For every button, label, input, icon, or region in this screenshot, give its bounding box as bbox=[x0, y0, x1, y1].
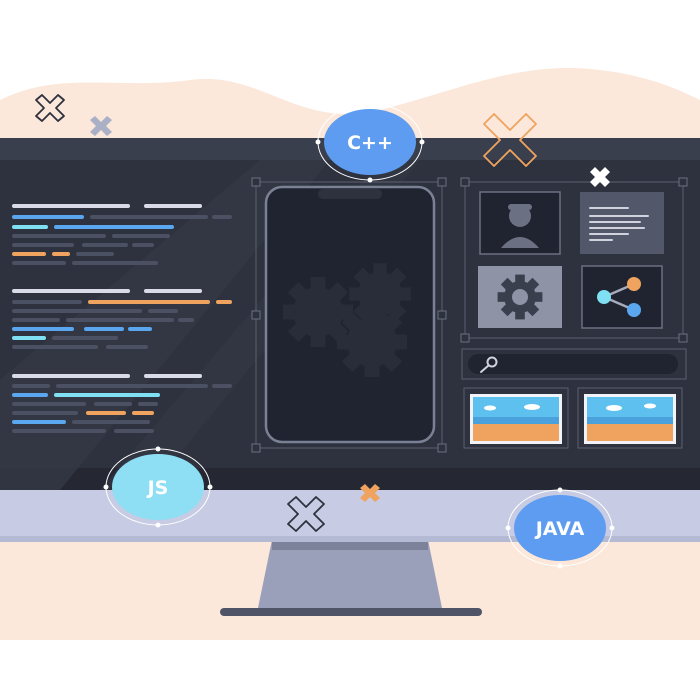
code-block-3 bbox=[12, 374, 232, 433]
code-editor bbox=[12, 204, 232, 433]
widgets-panel bbox=[460, 177, 688, 343]
code-block-2 bbox=[12, 289, 232, 349]
js-badge-label: JS bbox=[146, 477, 169, 499]
cross-decoration-dark-outline bbox=[287, 496, 325, 532]
monitor-bezel-edge bbox=[0, 536, 700, 542]
js-badge: JS bbox=[103, 446, 213, 528]
document-card-icon bbox=[580, 192, 664, 254]
cpp-badge-label: C++ bbox=[347, 132, 393, 154]
monitor-stand-base bbox=[220, 608, 482, 616]
search-bar bbox=[461, 348, 687, 380]
java-badge: JAVA bbox=[505, 487, 615, 569]
share-nodes-icon bbox=[597, 277, 641, 317]
code-block-1 bbox=[12, 204, 232, 265]
phone-notch bbox=[318, 189, 382, 199]
landscape-image-icon-2 bbox=[577, 387, 683, 449]
share-card bbox=[581, 265, 663, 329]
cross-decoration-orange-outline bbox=[483, 113, 537, 167]
landscape-image-icon bbox=[463, 387, 569, 449]
cross-decoration-white bbox=[590, 167, 610, 187]
search-icon bbox=[480, 356, 498, 373]
monitor-stand bbox=[258, 540, 442, 608]
image-thumbnails bbox=[463, 387, 683, 449]
cpp-badge: C++ bbox=[315, 101, 425, 183]
phone-mockup bbox=[251, 177, 447, 453]
user-avatar-card bbox=[479, 191, 561, 255]
cross-decoration-gray bbox=[90, 116, 112, 136]
java-badge-label: JAVA bbox=[534, 518, 585, 540]
gear-card bbox=[478, 266, 562, 328]
monitor-stand-top bbox=[272, 540, 428, 550]
cross-decoration-orange bbox=[360, 484, 380, 502]
close-x-icon bbox=[35, 94, 65, 122]
user-avatar-icon bbox=[501, 204, 539, 248]
